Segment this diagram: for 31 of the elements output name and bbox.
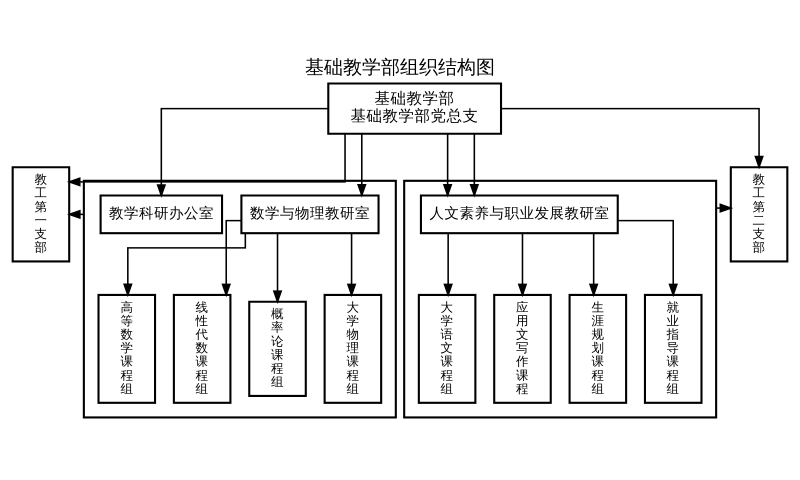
node-box: 教学科研办公室 [100,194,224,234]
node-box: 人文素养与职业发展教研室 [420,194,619,234]
node-box: 高等数学课程组 [97,294,156,404]
arrow [588,233,598,298]
node-box: 基础教学部 基础教学部党总支 [327,82,502,135]
node-box: 教工第二支部 [730,166,788,262]
arrow [501,108,764,170]
arrow [156,108,328,198]
arrow [221,220,242,298]
node-box: 大学物理课程组 [324,294,382,404]
arrow [346,233,356,298]
arrow [470,134,480,198]
node-box: 教工第一支部 [12,166,70,262]
node-box: 应用文写作课程 [493,294,552,404]
node-box: 生涯规划课程组 [568,294,628,404]
arrow [66,134,346,187]
arrow [442,134,452,198]
arrow [618,220,678,298]
node-box: 线性代数课程组 [172,294,232,404]
node-box: 数学与物理教研室 [240,194,380,234]
cluster [82,180,397,418]
arrow [272,233,282,304]
arrow [518,233,528,298]
arrow [443,233,453,298]
node-box: 就业指导课程组 [644,294,703,404]
node-box: 大学语文课程组 [418,294,476,404]
arrow [123,233,246,298]
arrow [357,134,367,198]
cluster [403,180,718,418]
node-box: 概率论课程组 [248,300,307,398]
diagram-title: 基础教学部组织结构图 [305,57,495,78]
